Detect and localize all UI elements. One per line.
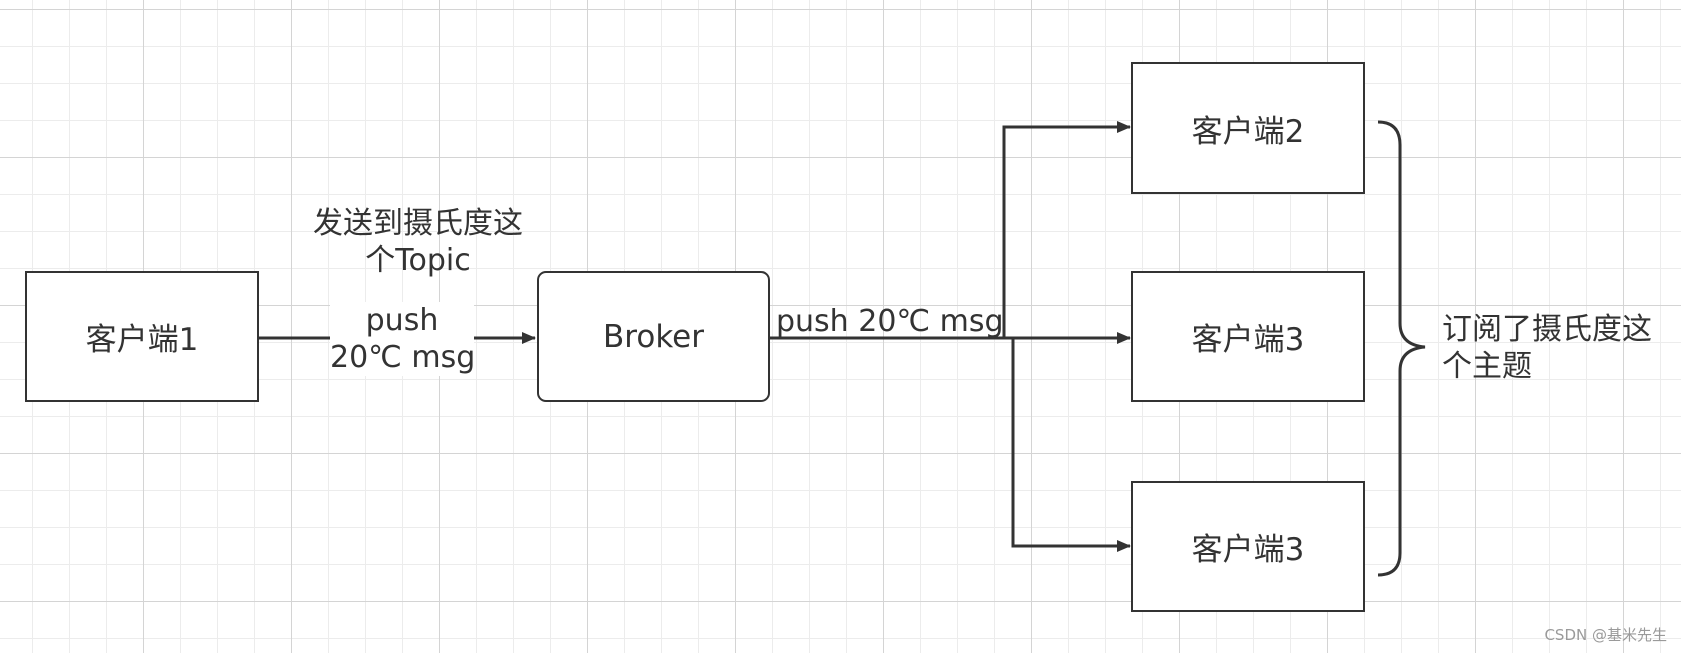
push-msg-label: push 20℃ msg [330, 302, 476, 376]
push-msg-line1: push [365, 303, 439, 338]
client2-label: 客户端2 [1191, 113, 1305, 150]
broker-label: Broker [603, 318, 704, 355]
arrow-broker-to-client2 [1002, 121, 1131, 338]
client3b-box[interactable]: 客户端3 [1131, 481, 1365, 612]
subscribed-line2: 个主题 [1442, 349, 1532, 384]
client3a-label: 客户端3 [1191, 322, 1305, 358]
broker-push-label: push 20℃ msg [776, 303, 1004, 340]
send-topic-line1: 发送到摄氏度这 [313, 206, 523, 241]
client3a-box[interactable]: 客户端3 [1131, 271, 1365, 402]
broker-box[interactable]: Broker [537, 271, 770, 402]
client2-box[interactable]: 客户端2 [1131, 62, 1365, 194]
broker-push-text: push 20℃ msg [776, 304, 1004, 339]
send-topic-label: 发送到摄氏度这 个Topic [303, 205, 533, 279]
subscribed-line1: 订阅了摄氏度这 [1442, 312, 1652, 347]
watermark: CSDN @基米先生 [1544, 626, 1667, 644]
subscribed-label: 订阅了摄氏度这 个主题 [1442, 311, 1652, 385]
client1-box[interactable]: 客户端1 [25, 271, 259, 402]
client1-label: 客户端1 [85, 322, 199, 358]
send-topic-line2: 个Topic [365, 243, 471, 278]
client3b-label: 客户端3 [1191, 532, 1305, 568]
arrow-broker-to-client3b [1011, 338, 1131, 552]
push-msg-line2: 20℃ msg [330, 340, 476, 375]
subscriber-brace [1377, 120, 1426, 577]
